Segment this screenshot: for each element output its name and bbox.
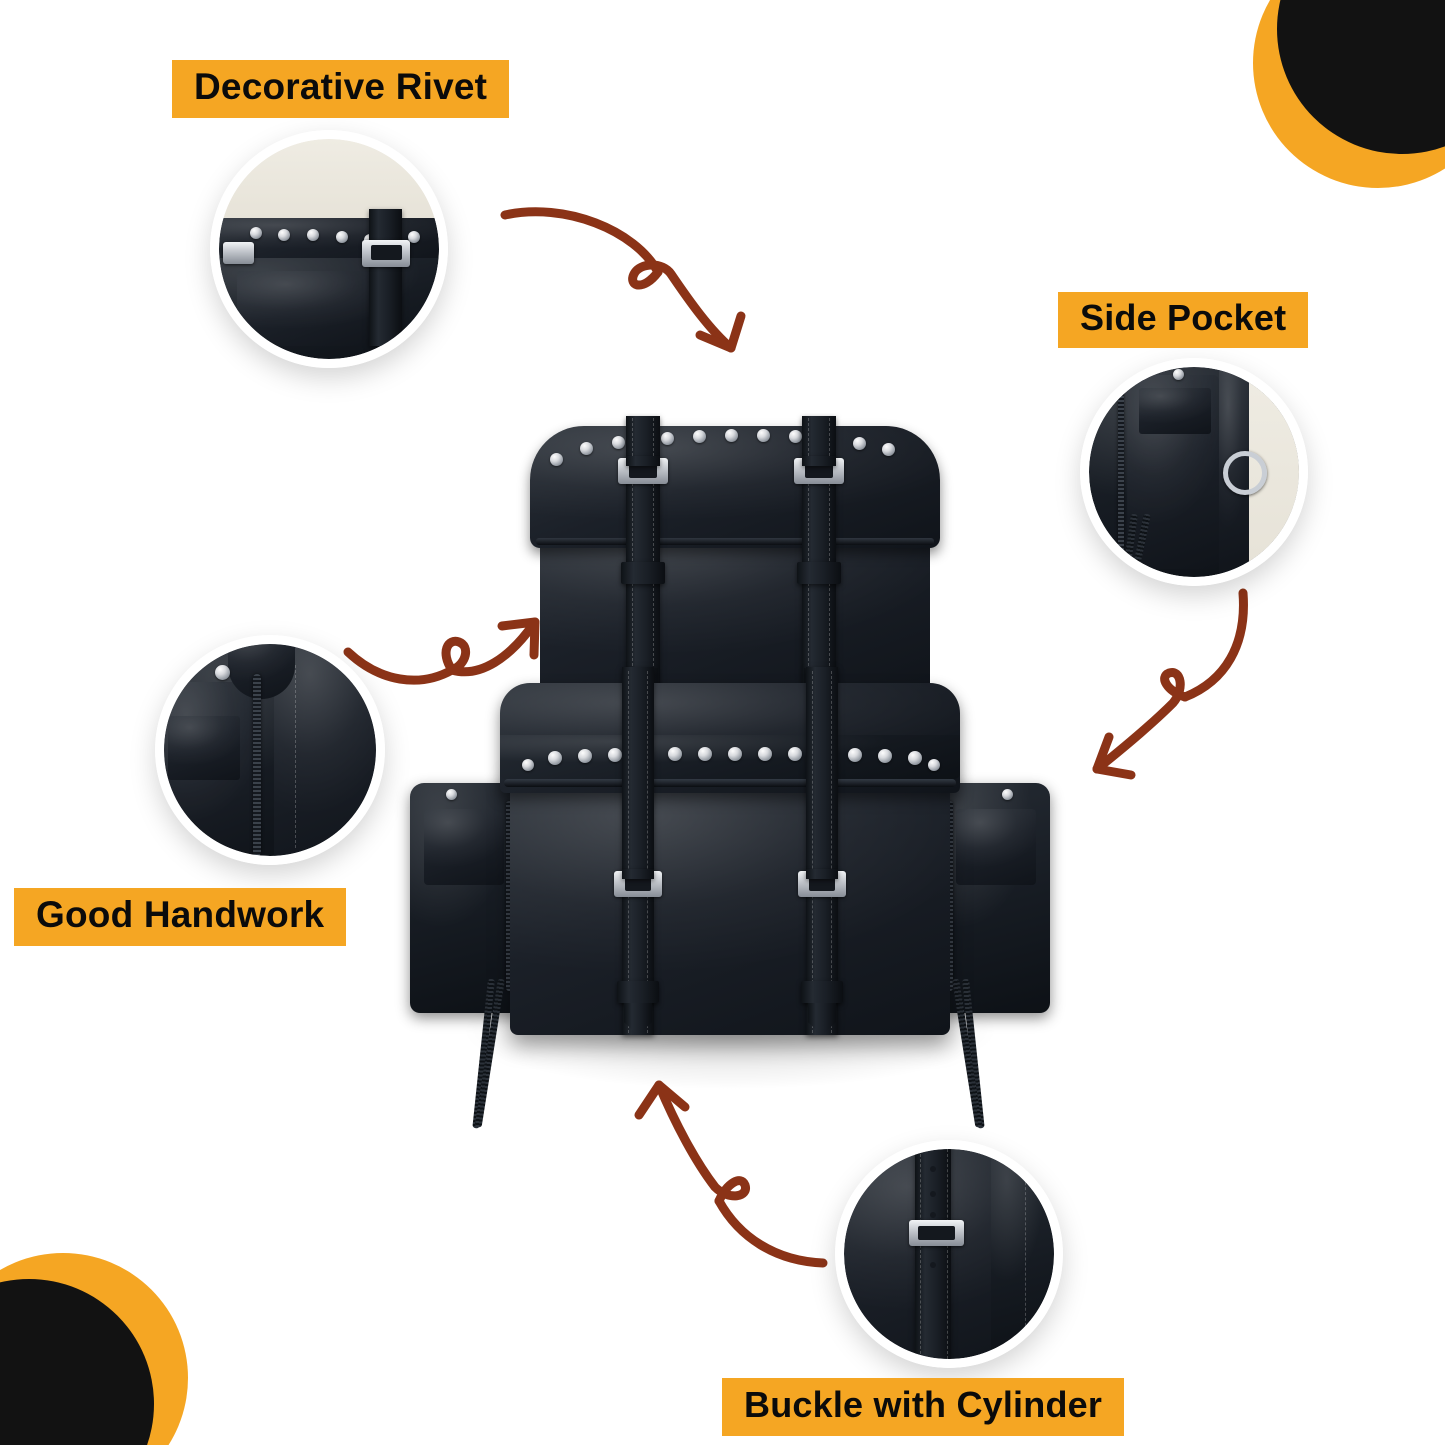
arrow-buckle-with-cylinder — [634, 1080, 828, 1268]
label-buckle-with-cylinder[interactable]: Buckle with Cylinder — [722, 1378, 1125, 1436]
arrow-tail — [714, 1196, 828, 1268]
upper-bag-flap-edge — [536, 538, 934, 545]
arrow-loop — [654, 1080, 750, 1206]
arrow-loop — [1092, 668, 1190, 774]
lower-bag-body — [510, 767, 950, 1035]
upper-bag — [530, 410, 940, 700]
arrow-head — [1092, 732, 1136, 780]
arrow-decorative-rivet — [500, 207, 746, 353]
arrow-loop — [441, 617, 540, 677]
label-side-pocket[interactable]: Side Pocket — [1058, 292, 1309, 348]
arrow-side-pocket — [1092, 588, 1248, 780]
product-image-motorcycle-bag — [400, 410, 1060, 1150]
lower-bag-side-pocket-right — [930, 783, 1050, 1129]
inset-buckle-with-cylinder — [835, 1140, 1063, 1368]
lower-bag-flap-edge — [504, 779, 956, 787]
inset-photo-decorative-rivet — [219, 139, 439, 359]
label-decorative-rivet[interactable]: Decorative Rivet — [172, 60, 510, 118]
arrow-loop — [628, 260, 736, 353]
lower-bag-keeper-left — [617, 981, 659, 1003]
arrow-head — [695, 311, 746, 353]
upper-bag-keeper-right — [797, 562, 841, 584]
inset-decorative-rivet — [210, 130, 448, 368]
side-pocket-d-ring — [1223, 451, 1268, 495]
inset-side-pocket — [1080, 358, 1308, 586]
lower-bag — [400, 667, 1060, 1129]
label-good-handwork[interactable]: Good Handwork — [14, 888, 347, 946]
lower-bag-keeper-right — [801, 981, 843, 1003]
arrow-tail — [1180, 588, 1248, 702]
upper-bag-flap — [530, 426, 940, 548]
inset-buckle-strap — [915, 1149, 952, 1359]
inset-photo-buckle-with-cylinder — [844, 1149, 1054, 1359]
arrow-head — [497, 617, 540, 660]
inset-good-handwork — [155, 635, 385, 865]
arrow-head — [634, 1080, 690, 1120]
inset-photo-good-handwork — [164, 644, 376, 856]
inset-photo-side-pocket — [1089, 367, 1299, 577]
upper-bag-keeper-left — [621, 562, 665, 584]
arrow-tail — [500, 207, 663, 277]
